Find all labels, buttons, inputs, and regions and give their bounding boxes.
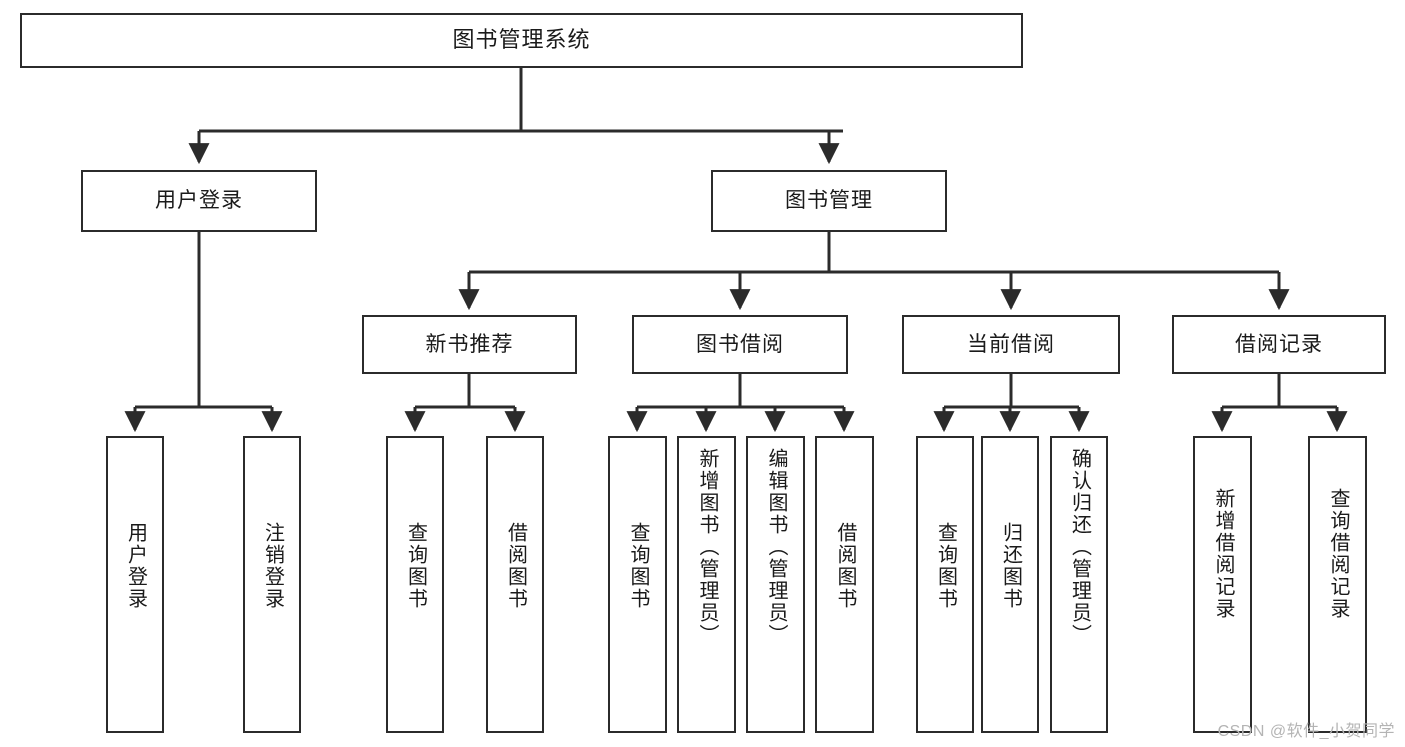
leaf-label: 查询图书 — [404, 522, 427, 610]
leaf-label: 注销登录 — [261, 522, 284, 610]
leaf-user-login[interactable]: 用户登录 — [106, 436, 164, 733]
node-label: 借阅记录 — [1235, 332, 1323, 356]
leaf-user-logout[interactable]: 注销登录 — [243, 436, 301, 733]
node-root-book-management-system[interactable]: 图书管理系统 — [20, 13, 1023, 68]
leaf-label: 新增借阅记录 — [1212, 488, 1234, 620]
node-current-borrow[interactable]: 当前借阅 — [902, 315, 1120, 374]
node-label: 用户登录 — [155, 189, 243, 213]
leaf-add-book-admin[interactable]: 新增图书（管理员） — [677, 436, 736, 733]
node-borrow-record[interactable]: 借阅记录 — [1172, 315, 1386, 374]
node-book-management[interactable]: 图书管理 — [711, 170, 947, 232]
leaf-label: 用户登录 — [124, 522, 147, 610]
node-label: 新书推荐 — [425, 332, 514, 356]
leaf-query-borrow-record[interactable]: 查询借阅记录 — [1308, 436, 1367, 733]
node-new-book-recommend[interactable]: 新书推荐 — [362, 315, 577, 374]
leaf-confirm-return-admin[interactable]: 确认归还（管理员） — [1050, 436, 1108, 733]
leaf-query-book-current[interactable]: 查询图书 — [916, 436, 974, 733]
leaf-edit-book-admin[interactable]: 编辑图书（管理员） — [746, 436, 805, 733]
leaf-query-book-recommend[interactable]: 查询图书 — [386, 436, 444, 733]
leaf-borrow-book[interactable]: 借阅图书 — [815, 436, 874, 733]
leaf-label: 查询图书 — [627, 522, 649, 610]
node-label: 图书管理系统 — [452, 27, 591, 53]
leaf-borrow-book-recommend[interactable]: 借阅图书 — [486, 436, 544, 733]
leaf-label: 查询图书 — [934, 522, 957, 610]
node-label: 图书管理 — [785, 189, 873, 213]
leaf-label: 借阅图书 — [834, 522, 856, 610]
node-label: 图书借阅 — [696, 332, 784, 356]
watermark-text: CSDN @软件_小贺同学 — [1217, 723, 1395, 740]
leaf-label: 确认归还（管理员） — [1068, 448, 1091, 646]
leaf-label: 归还图书 — [999, 522, 1022, 610]
leaf-label: 查询借阅记录 — [1327, 488, 1349, 620]
node-book-borrow[interactable]: 图书借阅 — [632, 315, 848, 374]
leaf-label: 新增图书（管理员） — [696, 448, 718, 646]
leaf-add-borrow-record[interactable]: 新增借阅记录 — [1193, 436, 1252, 733]
leaf-label: 编辑图书（管理员） — [765, 448, 787, 646]
node-user-login[interactable]: 用户登录 — [81, 170, 317, 232]
node-label: 当前借阅 — [967, 332, 1055, 356]
leaf-query-book-borrow[interactable]: 查询图书 — [608, 436, 667, 733]
leaf-label: 借阅图书 — [504, 522, 527, 610]
leaf-return-book[interactable]: 归还图书 — [981, 436, 1039, 733]
